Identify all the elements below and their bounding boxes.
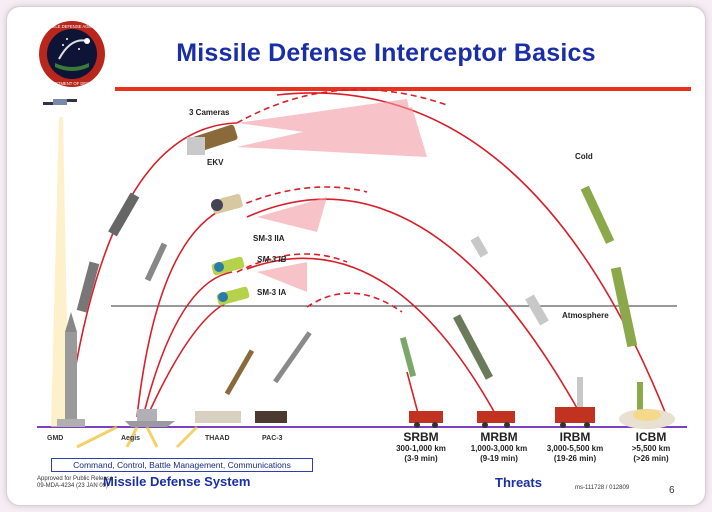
irbm-arc-dashed [236, 186, 368, 208]
system-pac3: PAC-3 [262, 435, 283, 442]
sm3-iia-arc [136, 206, 228, 418]
mda-seal-icon: MISSILE DEFENSE AGENCY DEPARTMENT OF DEF… [39, 21, 105, 87]
threat-icbm-time: (>26 min) [633, 454, 669, 463]
threat-mrbm-time: (9-19 min) [480, 454, 518, 463]
threat-icbm-name: ICBM [635, 430, 667, 444]
sm3-ib-arc [142, 271, 233, 418]
ekv-cone-2 [237, 107, 427, 157]
release-line-1: Approved for Public Release [37, 476, 114, 482]
sm3-iia-label: SM-3 IIA [253, 234, 285, 243]
gmd-booster [65, 192, 140, 422]
ekv-label: EKV [207, 158, 224, 167]
cold-label: Cold [575, 152, 593, 161]
threat-srbm-range: 300-1,000 km [396, 444, 446, 453]
cameras-label: 3 Cameras [189, 108, 230, 117]
doc-id: ms-111728 / 012809 [575, 485, 630, 491]
mrbm-missile-icon [453, 314, 493, 380]
srbm-missile-icon [399, 336, 417, 378]
atmosphere-label: Atmosphere [562, 311, 609, 320]
ekv-icon [187, 124, 238, 155]
sm3-ib-label: SM-3 IB [257, 255, 287, 264]
icbm-missile-icon [580, 185, 643, 417]
aegis-ship-icon [125, 409, 175, 427]
mrbm-arc [246, 257, 498, 418]
irbm-launcher-icon [555, 407, 595, 428]
thaad-launcher-icon [195, 411, 241, 423]
trajectory-diagram [37, 88, 687, 449]
command-links [76, 425, 199, 449]
threat-irbm-time: (19-26 min) [553, 454, 597, 463]
threat-icbm: ICBM >5,500 km (>26 min) [621, 430, 681, 464]
c2bmc-box: Command, Control, Battle Management, Com… [51, 458, 313, 472]
sm3-ib-cone [257, 262, 307, 292]
release-line-2: 09-MDA-4234 (23 JAN 09) [37, 483, 109, 489]
slide: MISSILE DEFENSE AGENCY DEPARTMENT OF DEF… [6, 6, 706, 506]
threat-srbm-name: SRBM [403, 430, 439, 444]
threats-heading: Threats [495, 475, 542, 490]
threat-icbm-range: >5,500 km [631, 444, 671, 453]
system-aegis: Aegis [121, 435, 141, 442]
system-thaad: THAAD [205, 435, 230, 442]
threat-mrbm: MRBM 1,000-3,000 km (9-19 min) [462, 430, 536, 464]
threat-srbm: SRBM 300-1,000 km (3-9 min) [387, 430, 455, 464]
threat-irbm-name: IRBM [559, 430, 591, 444]
mrbm-arc-dashed [236, 253, 348, 273]
seal-top-text: MISSILE DEFENSE AGENCY [44, 24, 100, 29]
seal-bottom-text: DEPARTMENT OF DEFENSE [44, 81, 101, 86]
irbm-missile-icon [470, 235, 583, 407]
sm3-iia-icon [211, 194, 243, 214]
system-gmd: GMD [47, 435, 64, 442]
pac3-missile-icon [273, 331, 312, 384]
thaad-missile-icon [224, 349, 255, 396]
title-underline [115, 87, 691, 91]
pac3-launcher-icon [255, 411, 287, 423]
mrbm-launcher-icon [477, 411, 515, 428]
sm3-iia-cone [257, 197, 327, 232]
gmd-silo-icon [57, 419, 85, 427]
icbm-silo-icon [619, 409, 675, 429]
sm3-ib-icon [211, 256, 245, 276]
threat-irbm: IRBM 3,000-5,500 km (19-26 min) [537, 430, 613, 464]
threat-mrbm-range: 1,000-3,000 km [470, 444, 528, 453]
irbm-arc [246, 198, 583, 418]
threat-mrbm-name: MRBM [480, 430, 518, 444]
satellite-beam [51, 117, 69, 427]
sm3-ia-icon [216, 286, 250, 306]
missile-defense-system-label: Missile Defense System [103, 474, 251, 489]
aegis-missile-icon [144, 242, 168, 282]
threat-irbm-range: 3,000-5,500 km [546, 444, 604, 453]
page-number: 6 [669, 485, 675, 496]
satellite-icon [43, 99, 77, 105]
srbm-arc [406, 371, 420, 418]
threat-srbm-time: (3-9 min) [404, 454, 438, 463]
sm3-ia-label: SM-3 IA [257, 288, 287, 297]
srbm-arc-dashed [306, 292, 403, 313]
page-title: Missile Defense Interceptor Basics [176, 39, 596, 67]
srbm-launcher-icon [409, 411, 443, 428]
